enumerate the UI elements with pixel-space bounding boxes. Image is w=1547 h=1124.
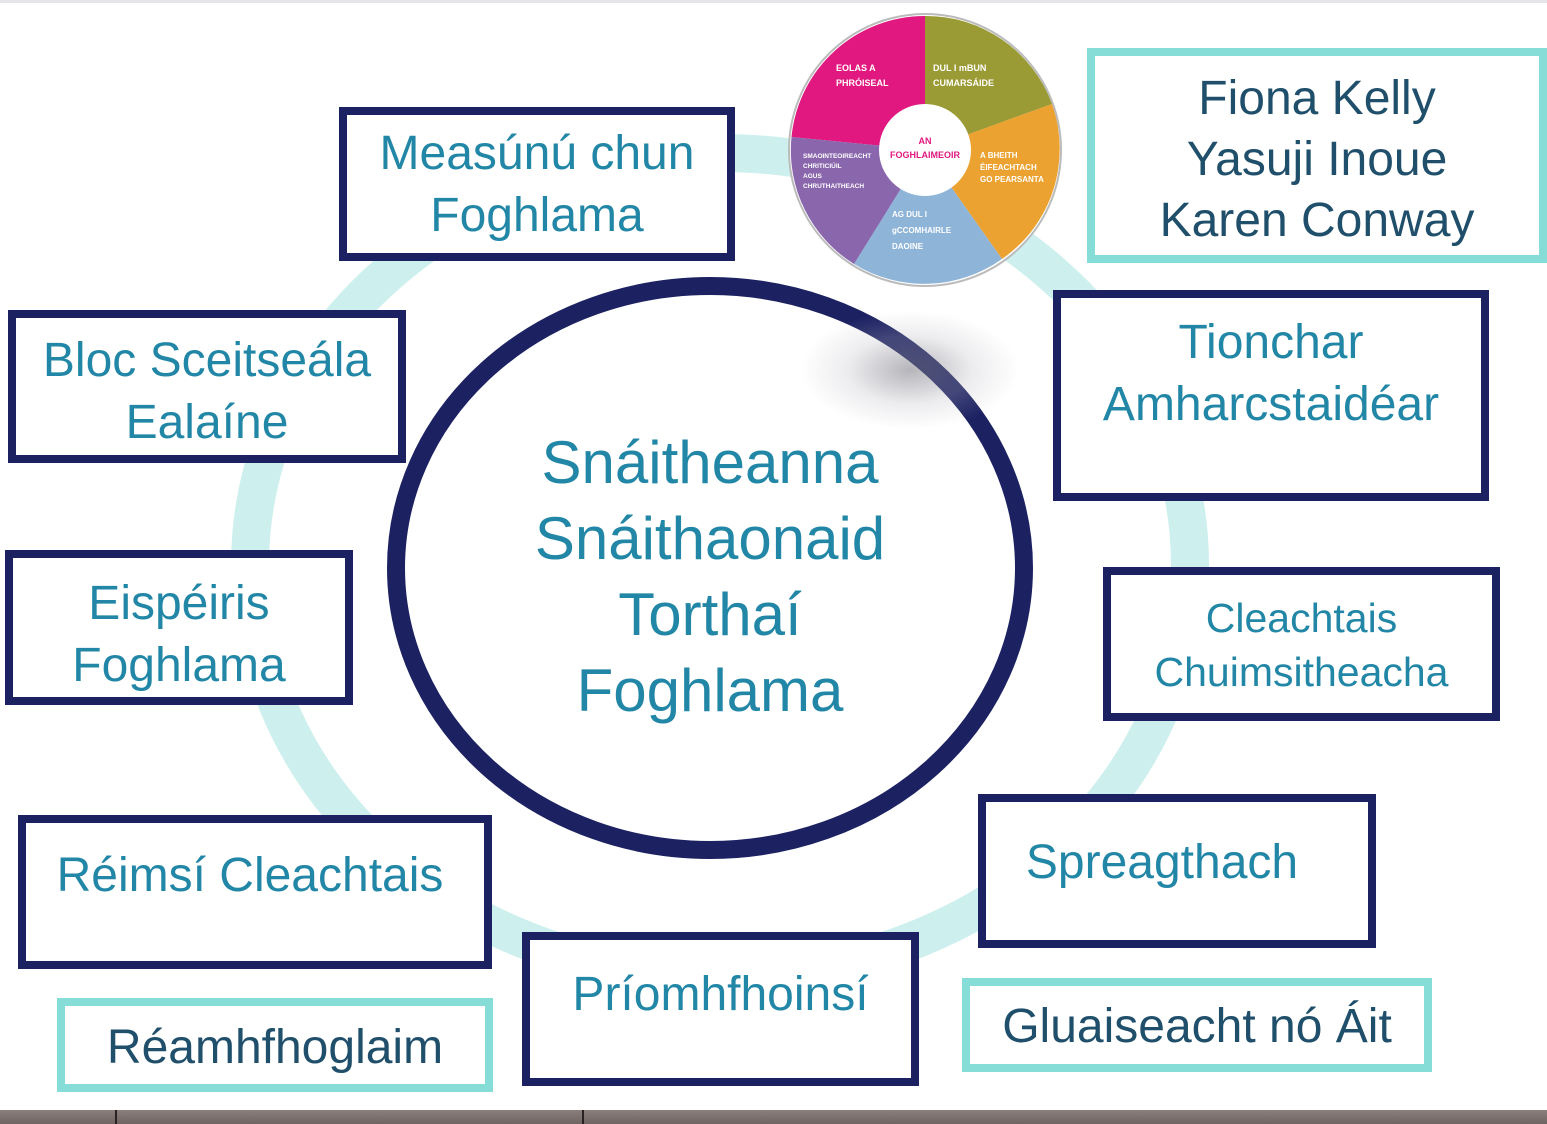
wheel-seg2-line2: CUMARSÁIDE (933, 78, 994, 88)
wheel-seg1-line2: PHRÓISEAL (836, 77, 889, 88)
box-priomh-line-1: Príomhfhoinsí (572, 968, 869, 1021)
box-tionchar-line-2: Amharcstaidéar (1102, 378, 1440, 431)
wheel-seg1-line1: EOLAS A (836, 63, 876, 73)
author-3: Karen Conway (1159, 194, 1475, 247)
strip-tick-1 (115, 1110, 117, 1124)
box-cleachtais: Cleachtais Chuimsitheacha (1103, 567, 1500, 721)
box-gluaiseacht-line-1: Gluaiseacht nó Áit (1002, 1000, 1392, 1053)
wheel-seg4-line1: AG DUL I (892, 210, 927, 219)
shadow-highlight (800, 310, 1020, 430)
box-reamh-line-1: Réamhfhoglaim (106, 1021, 444, 1074)
wheel-center-line2: FOGHLAIMEOIR (890, 150, 960, 160)
center-label: Snáitheanna Snáithaonaid Torthaí Foghlam… (470, 425, 950, 729)
box-spreag-line-1: Spreagthach (1025, 836, 1299, 889)
wheel-segment-1 (791, 15, 925, 150)
wheel-seg5-line1: SMAOINTEOIREACHT (803, 153, 871, 160)
box-reimsi-line-1: Réimsí Cleachtais (56, 849, 444, 902)
box-bloc-line-1: Bloc Sceitseála (42, 334, 372, 387)
bottom-strip (0, 1110, 1547, 1124)
box-reamh: Réamhfhoglaim (57, 998, 493, 1092)
box-spreag: Spreagthach (978, 794, 1376, 948)
center-line-1: Snáitheanna (541, 429, 879, 496)
box-reimsi: Réimsí Cleachtais (18, 815, 492, 969)
learner-wheel: EOLAS A PHRÓISEAL DUL I mBUN CUMARSÁIDE … (788, 13, 1062, 287)
box-tionchar-line-1: Tionchar (1178, 316, 1364, 369)
box-eispeiris-line-2: Foghlama (72, 639, 286, 692)
box-cleachtais-line-1: Cleachtais (1205, 595, 1398, 641)
wheel-seg5-line4: CHRUTHAITHEACH (803, 183, 864, 190)
box-tionchar: Tionchar Amharcstaidéar (1053, 290, 1489, 501)
wheel-seg3-line2: ÉIFEACHTACH (980, 163, 1037, 172)
box-bloc: Bloc Sceitseála Ealaíne (8, 310, 406, 463)
wheel-seg2-line1: DUL I mBUN (933, 63, 986, 73)
box-gluaiseacht: Gluaiseacht nó Áit (962, 978, 1432, 1072)
wheel-seg5-line2: CHRITICIÚIL (803, 161, 842, 170)
inner-ring (387, 277, 1033, 859)
center-line-2: Snáithaonaid (534, 505, 886, 572)
strip-tick-2 (582, 1110, 584, 1124)
box-eispeiris: Eispéiris Foghlama (5, 550, 353, 705)
wheel-seg3-line1: A BHEITH (980, 151, 1018, 160)
wheel-seg4-line3: DAOINE (892, 242, 924, 251)
center-line-4: Foghlama (576, 657, 844, 724)
author-1: Fiona Kelly (1198, 72, 1436, 125)
wheel-seg4-line2: gCCOMHAIRLE (892, 226, 952, 235)
wheel-center-line1: AN (919, 136, 932, 146)
wheel-segment-4 (854, 150, 1002, 284)
authors-box: Fiona Kelly Yasuji Inoue Karen Conway (1087, 48, 1547, 263)
top-edge (0, 0, 1547, 3)
author-2: Yasuji Inoue (1186, 133, 1448, 186)
box-bloc-line-2: Ealaíne (125, 396, 289, 449)
box-cleachtais-line-2: Chuimsitheacha (1154, 649, 1449, 695)
center-line-3: Torthaí (618, 581, 802, 648)
box-priomh: Príomhfhoinsí (522, 932, 919, 1086)
box-eispeiris-line-1: Eispéiris (88, 577, 270, 630)
box-measunu-line-1: Measúnú chun (379, 127, 695, 180)
box-measunu-line-2: Foghlama (430, 189, 644, 242)
wheel-segment-2 (925, 15, 1052, 150)
wheel-seg3-line3: GO PEARSANTA (980, 175, 1044, 184)
wheel-seg5-line3: AGUS (803, 173, 822, 180)
box-measunu: Measúnú chun Foghlama (339, 107, 735, 261)
